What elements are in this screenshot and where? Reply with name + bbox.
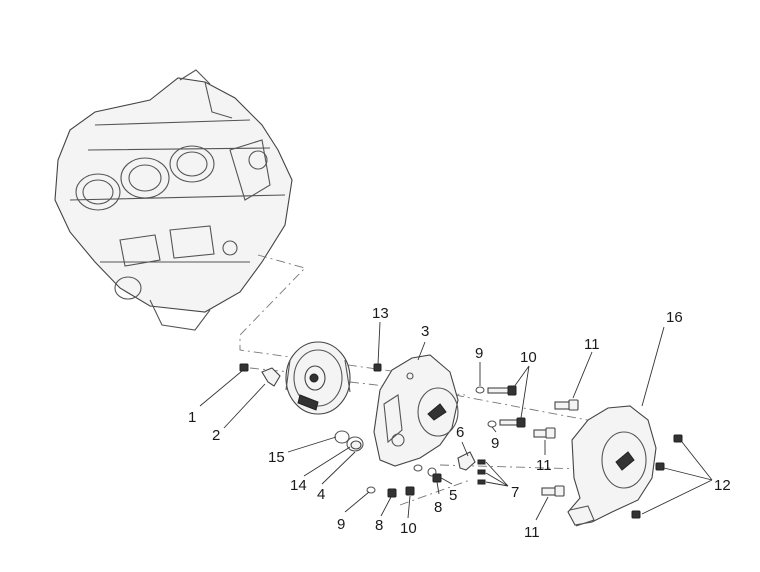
callout-10-upper: 10 (520, 349, 537, 366)
washer-part-9-bottom (366, 486, 376, 494)
outer-cover-part-16 (567, 405, 657, 527)
bolt-part-1 (239, 363, 249, 372)
callout-16: 16 (666, 309, 683, 326)
oring-part-5 (427, 467, 437, 477)
seal-part-14 (346, 436, 364, 452)
washer-part-4 (350, 440, 362, 450)
bolt-part-10-bottom (405, 486, 415, 496)
callout-9-lower: 9 (491, 435, 499, 452)
washer-part-9-upper (475, 386, 485, 394)
callout-5: 5 (449, 487, 457, 504)
callout-3: 3 (421, 323, 429, 340)
bolts-part-12 (631, 434, 683, 519)
spacer-part-11-mid (533, 427, 556, 439)
callout-9-upper: 9 (475, 345, 483, 362)
callout-4: 4 (317, 486, 325, 503)
fitting-part-6 (457, 451, 476, 471)
callout-13: 13 (372, 305, 389, 322)
rotor-flywheel (285, 341, 351, 415)
ring-part-15 (334, 430, 350, 444)
callout-12: 12 (714, 477, 731, 494)
callout-2: 2 (212, 427, 220, 444)
callout-7: 7 (511, 484, 519, 501)
callout-8-right: 8 (434, 499, 442, 516)
callout-1: 1 (188, 409, 196, 426)
screws-part-7 (477, 459, 486, 485)
leader-lines (199, 321, 713, 521)
bolt-part-8-left (387, 488, 397, 498)
cover-part-3 (373, 354, 459, 467)
bolt-part-10-lower (499, 417, 526, 428)
callout-14: 14 (290, 477, 307, 494)
callout-11-top: 11 (584, 336, 600, 353)
callout-labels: 1 2 3 4 5 6 7 8 8 9 9 9 10 10 11 11 11 1… (188, 305, 731, 541)
engine-crankcase (54, 69, 293, 331)
spacer-part-11-bottom (541, 485, 565, 497)
callout-11-bottom: 11 (524, 524, 540, 541)
callout-9-bottom: 9 (337, 516, 345, 533)
callout-15: 15 (268, 449, 285, 466)
callout-11-mid: 11 (536, 457, 552, 474)
callout-10-bottom: 10 (400, 520, 417, 537)
callout-8-left: 8 (375, 517, 383, 534)
spacer-part-11-top (554, 399, 579, 411)
washer-part-9-lower (487, 420, 497, 428)
bracket-part-2 (261, 367, 281, 387)
callout-6: 6 (456, 424, 464, 441)
bolt-part-10-upper (487, 385, 517, 396)
stud-part-13 (373, 363, 382, 372)
washer-part-9-mid (413, 464, 423, 472)
